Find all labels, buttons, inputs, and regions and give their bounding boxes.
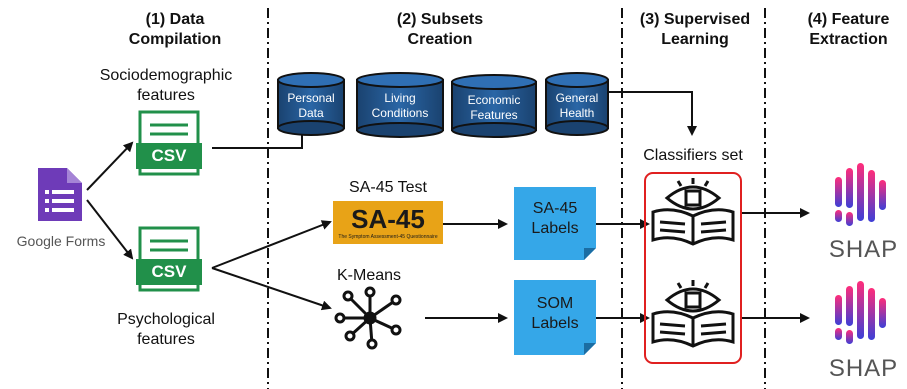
database-icon — [451, 74, 537, 138]
stage-2-heading: (2) Subsets Creation — [396, 11, 484, 48]
google-forms-icon — [38, 168, 82, 221]
arrow — [211, 267, 332, 311]
kmeans-label: K-Means — [336, 267, 402, 284]
database-icon — [545, 72, 609, 136]
subset-label: Economic Features — [467, 93, 521, 122]
shap-label: SHAP — [828, 355, 899, 382]
arrow — [211, 220, 332, 269]
stage-1-heading: (1) Data Compilation — [128, 11, 222, 48]
network-icon — [334, 286, 402, 350]
stage-3-heading: (3) Supervised Learning — [639, 11, 751, 48]
ai-book-icon — [651, 178, 735, 246]
arrow — [86, 199, 134, 260]
classifiers-box — [644, 172, 742, 364]
subset-label: Personal Data — [287, 91, 335, 120]
google-forms-label: Google Forms — [16, 233, 106, 249]
sa45-logo-box — [333, 201, 443, 244]
arrow — [86, 141, 134, 191]
shap-label: SHAP — [828, 236, 899, 263]
psych-label: Psychological features — [117, 311, 215, 348]
sa45-labels: SA-45 Labels — [531, 200, 579, 237]
socio-label: Sociodemographic features — [99, 67, 233, 104]
shap-logo-icon — [835, 163, 886, 226]
sa45-logo-text: SA-45 — [351, 204, 425, 234]
database-icon — [277, 72, 345, 136]
som-labels: SOM Labels — [531, 295, 579, 332]
shap-logo-icon — [835, 281, 886, 344]
classifiers-label: Classifiers set — [643, 147, 743, 164]
ai-book-icon — [651, 280, 735, 348]
sa45-test-label: SA-45 Test — [349, 179, 427, 196]
csv-file-icon — [136, 110, 202, 176]
document-icon — [514, 280, 596, 355]
stage-4-heading: (4) Feature Extraction — [807, 11, 890, 48]
csv-label: CSV — [151, 262, 187, 281]
document-icon — [514, 187, 596, 260]
csv-label: CSV — [151, 146, 187, 165]
csv-file-icon — [136, 226, 202, 292]
stage-dividers — [267, 8, 766, 389]
sa45-logo-sub: The Symptom Assessment-45 Questionnaire — [338, 234, 438, 240]
arrow — [605, 91, 697, 136]
database-icon — [356, 72, 444, 138]
subset-label: Living Conditions — [371, 91, 429, 120]
subset-label: General Health — [555, 91, 599, 120]
